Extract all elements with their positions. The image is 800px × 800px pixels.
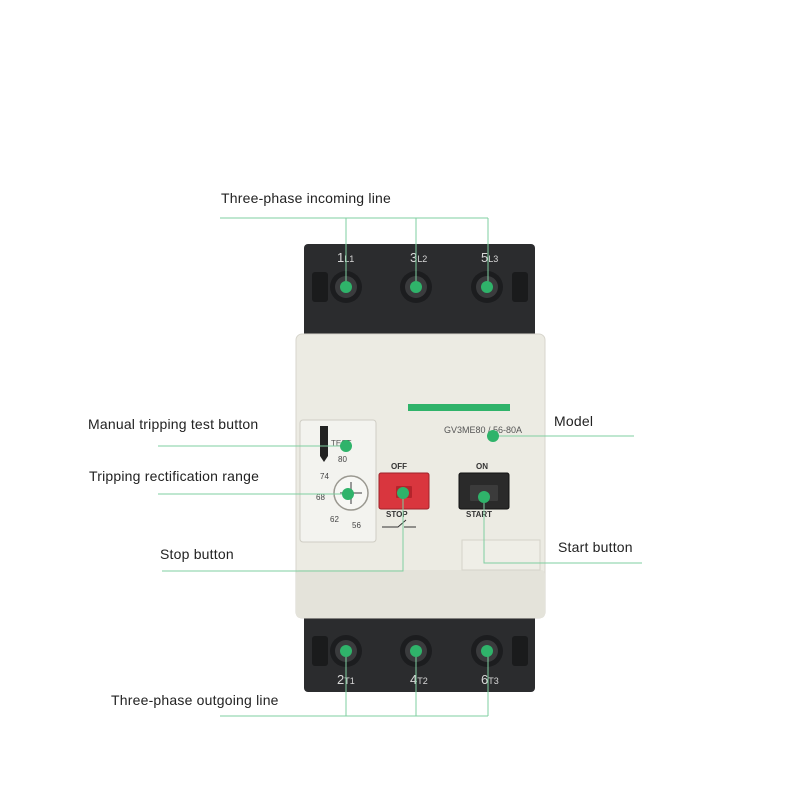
callout-lines <box>158 217 642 717</box>
terminal-label-bottom-3: 6T3 <box>481 672 499 687</box>
dial-tick-80: 80 <box>338 455 347 464</box>
off-label: OFF <box>391 462 407 471</box>
marker-dot-test <box>340 440 352 452</box>
marker-dot-dial <box>342 488 354 500</box>
callout-start-button: Start button <box>558 539 633 555</box>
callout-stop-button: Stop button <box>160 546 234 562</box>
callout-manual-test: Manual tripping test button <box>88 416 259 432</box>
model-text: GV3ME80 / 56-80A <box>444 425 522 435</box>
stop-label: STOP <box>386 510 408 519</box>
label-window <box>461 539 541 571</box>
callout-model: Model <box>554 413 594 429</box>
on-label: ON <box>476 462 488 471</box>
terminal-label-top-2: 3L2 <box>410 250 427 265</box>
callout-tripping-range: Tripping rectification range <box>89 468 260 484</box>
marker-dot-bottom-2 <box>410 645 422 657</box>
marker-dot-bottom-3 <box>481 645 493 657</box>
dial-tick-74: 74 <box>320 472 329 481</box>
marker-dot-top-1 <box>340 281 352 293</box>
marker-dot-stop <box>397 487 409 499</box>
terminal-label-top-3: 5L3 <box>481 250 498 265</box>
start-label: START <box>466 510 492 519</box>
marker-dot-model <box>487 430 499 442</box>
dial-tick-68: 68 <box>316 493 325 502</box>
callout-incoming-line: Three-phase incoming line <box>221 190 391 206</box>
terminal-label-top-1: 1L1 <box>337 250 354 265</box>
marker-dot-start <box>478 491 490 503</box>
marker-dot-top-3 <box>481 281 493 293</box>
dial-tick-62: 62 <box>330 515 339 524</box>
marker-dots <box>340 281 499 657</box>
dial-tick-56: 56 <box>352 521 361 530</box>
terminal-label-bottom-2: 4T2 <box>410 672 428 687</box>
marker-dot-top-2 <box>410 281 422 293</box>
terminal-label-bottom-1: 2T1 <box>337 672 355 687</box>
callout-outgoing-line: Three-phase outgoing line <box>111 692 279 708</box>
marker-dot-bottom-1 <box>340 645 352 657</box>
test-button-slot <box>320 426 328 456</box>
green-indicator-stripe <box>408 404 510 411</box>
